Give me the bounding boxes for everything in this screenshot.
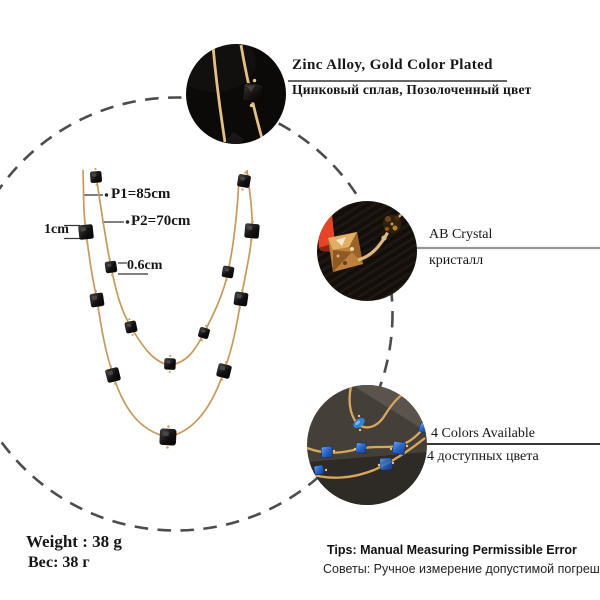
detail-circle-colors bbox=[307, 385, 427, 505]
necklace-bead bbox=[124, 318, 138, 336]
material-label-en: Zinc Alloy, Gold Color Plated bbox=[292, 57, 493, 73]
crystal-label-ru: кристалл bbox=[429, 253, 484, 268]
necklace-inner-chain bbox=[95, 174, 240, 366]
necklace-bead bbox=[237, 171, 251, 191]
necklace-bead bbox=[159, 425, 177, 449]
tips-label-en: Tips: Manual Measuring Permissible Error bbox=[327, 543, 577, 557]
measurement-large-bead-label: 1cm bbox=[44, 222, 69, 237]
measurement-p2-label: P2=70cm bbox=[131, 213, 191, 229]
blue-beads bbox=[310, 414, 427, 476]
crystal-label-en: AB Crystal bbox=[429, 227, 493, 242]
measurement-p1-label: P1=85cm bbox=[111, 186, 171, 202]
necklace-outer-chain bbox=[82, 169, 254, 438]
necklace-bead bbox=[89, 289, 105, 311]
necklace-bead bbox=[244, 220, 260, 242]
tips-label-ru: Советы: Ручное измерение допустимой погр… bbox=[323, 562, 600, 576]
dashed-highlight-circle bbox=[0, 96, 394, 532]
weight-label-ru: Вес: 38 г bbox=[28, 554, 90, 571]
material-label-ru: Цинковый сплав, Позолоченный цвет bbox=[292, 82, 532, 97]
colors-label-ru: 4 доступных цвета bbox=[427, 449, 539, 464]
amber-crystal-bead bbox=[328, 232, 363, 272]
closeup-bead bbox=[242, 78, 264, 108]
detail-circle-material bbox=[186, 44, 286, 144]
colors-label-en: 4 Colors Available bbox=[431, 426, 535, 441]
necklace-bead bbox=[90, 167, 102, 187]
necklace-bead bbox=[164, 354, 176, 374]
necklace-bead bbox=[78, 221, 94, 243]
necklace-bead bbox=[233, 288, 249, 310]
necklace-bead bbox=[105, 365, 121, 385]
necklace-bead bbox=[221, 263, 235, 281]
measurement-small-bead-label: 0.6cm bbox=[127, 258, 163, 273]
bronze-cluster-bead bbox=[382, 214, 402, 234]
detail-circle-crystal bbox=[317, 201, 417, 301]
necklace-bead bbox=[104, 257, 118, 277]
weight-label-en: Weight : 38 g bbox=[26, 532, 122, 551]
necklace-bead bbox=[216, 361, 232, 381]
necklace-beads bbox=[78, 167, 260, 449]
necklace-bead bbox=[198, 324, 210, 342]
